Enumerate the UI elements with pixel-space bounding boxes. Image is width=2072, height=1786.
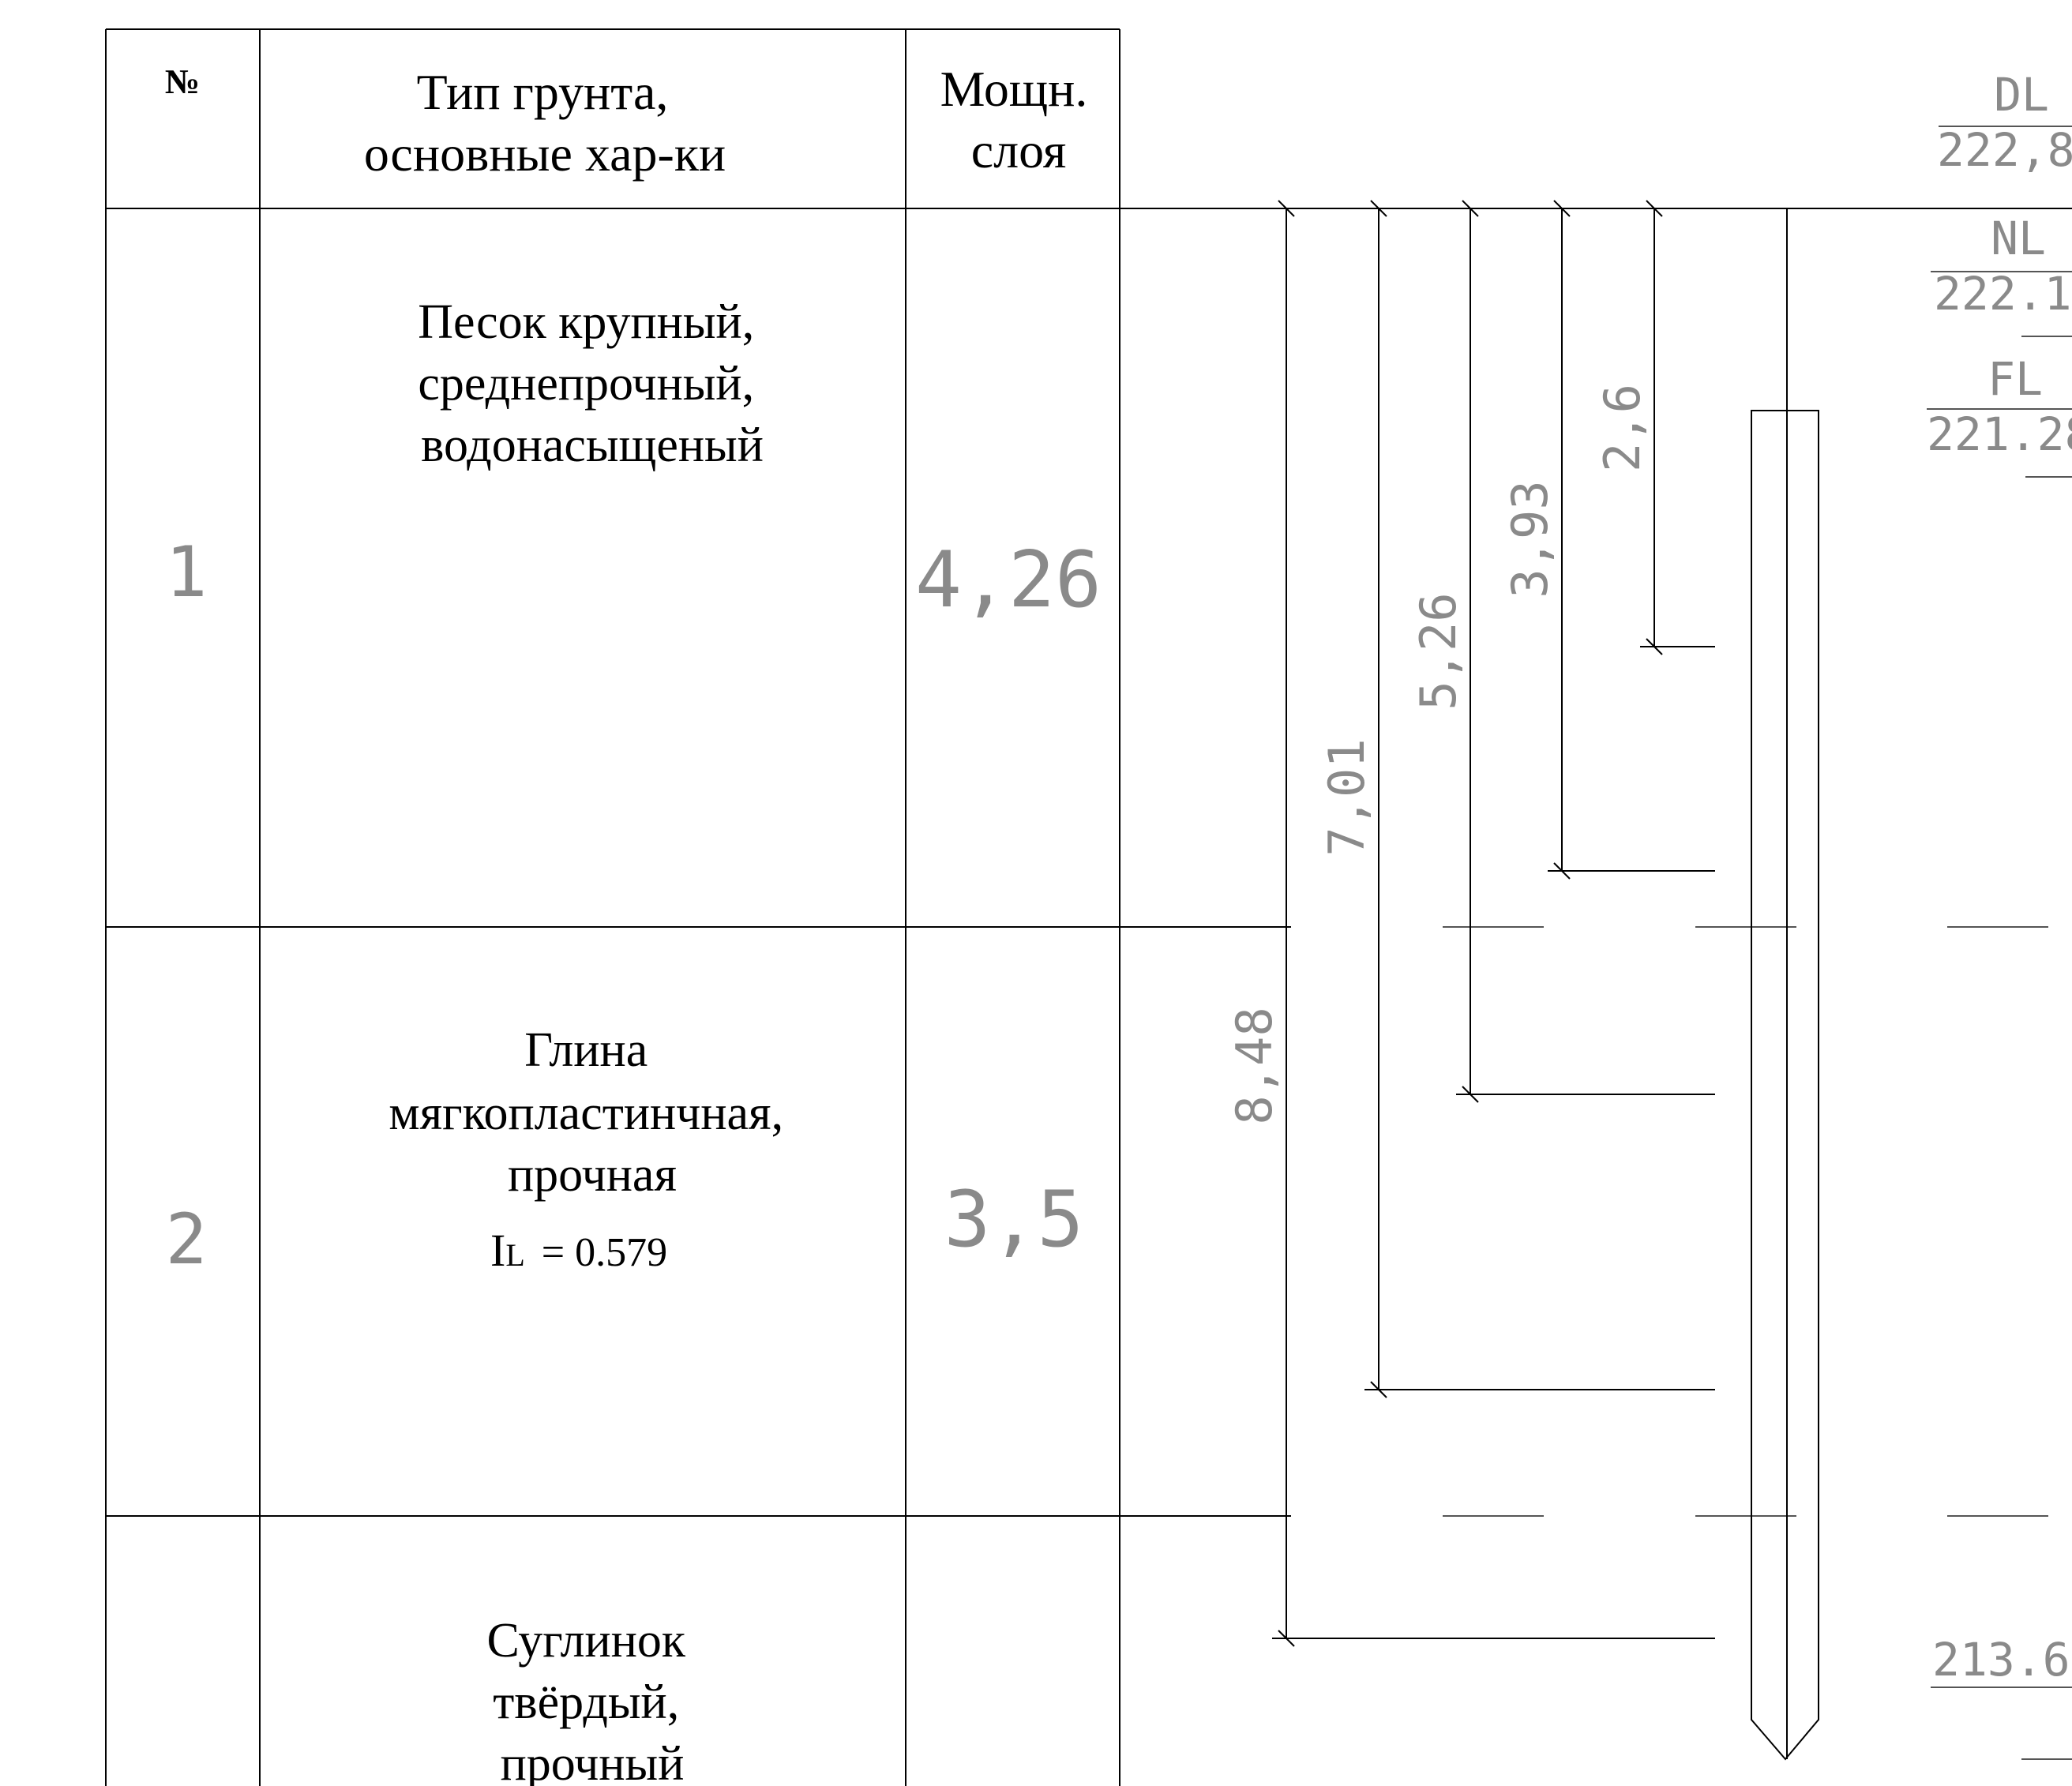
dimension-line-5-26: 5,26 — [1409, 200, 1715, 1103]
layer-description: Песок крупный, среднепрочный, водонасыще… — [418, 295, 766, 472]
dimension-label: 8,48 — [1226, 1007, 1283, 1124]
header-thickness-line: Мощн. — [940, 61, 1088, 117]
level-label: FL — [1988, 352, 2043, 406]
layer-description-line: Глина — [524, 1023, 648, 1077]
layer-description-line: твёрдый, — [493, 1675, 679, 1729]
level-mark-pile-tip: 213.68 — [1931, 1633, 2072, 1760]
level-mark-nl: NL 222.12 — [1931, 212, 2072, 337]
layer-description-line: прочная — [508, 1148, 677, 1202]
header-thickness: Мощн. слоя — [940, 61, 1101, 178]
table-row: 2 Глина мягкопластинчная, прочная IL = 0… — [166, 1023, 1084, 1280]
layer-boundary-dashes — [1443, 926, 2048, 1517]
header-soil-type: Тип грунта, основные хар-ки — [364, 64, 726, 182]
table-row: Суглинок твёрдый, прочный — [486, 1614, 697, 1786]
dimension-label: 7,01 — [1318, 738, 1376, 856]
liquidity-index-symbol: I — [490, 1225, 505, 1276]
dimension-label: 5,26 — [1409, 592, 1467, 710]
layer-thickness: 3,5 — [944, 1175, 1083, 1265]
layer-number: 2 — [166, 1199, 208, 1280]
level-label: NL — [1991, 212, 2046, 265]
dimension-label: 3,93 — [1501, 480, 1559, 598]
layer-description-line: среднепрочный, — [418, 357, 754, 411]
header-thickness-line: слоя — [971, 122, 1067, 178]
header-soil-type-line: Тип грунта, — [417, 64, 669, 120]
level-value: 213.68 — [1932, 1633, 2072, 1687]
table-grid — [105, 28, 2072, 1786]
layer-description-line: прочный — [501, 1737, 685, 1786]
layer-description: Суглинок твёрдый, прочный — [486, 1614, 697, 1786]
header-number: № — [165, 62, 200, 101]
layer-description-line: мягкопластинчная, — [388, 1086, 783, 1140]
level-mark-fl: FL 221.28 — [1927, 352, 2072, 478]
dimension-line-3-93: 3,93 — [1501, 200, 1715, 880]
layer-description: Глина мягкопластинчная, прочная — [388, 1023, 795, 1202]
dimension-line-7-01: 7,01 — [1318, 200, 1715, 1398]
dimension-line-2-6: 2,6 — [1593, 200, 1715, 655]
layer-thickness: 4,26 — [915, 535, 1102, 625]
liquidity-index-subscript: L — [505, 1237, 524, 1273]
header-soil-type-line: основные хар-ки — [364, 126, 726, 182]
level-label: DL — [1994, 68, 2049, 122]
level-value: 222,8 — [1937, 123, 2072, 177]
layer-description-line: водонасыщеный — [421, 418, 764, 472]
level-mark-dl: DL 222,8 — [1937, 68, 2072, 177]
dimension-line-8-48: 8,48 — [1226, 200, 1715, 1647]
pile — [1751, 208, 1819, 1761]
layer-number: 1 — [166, 531, 208, 613]
layer-description-line: Суглинок — [486, 1614, 685, 1668]
table-row: 1 Песок крупный, среднепрочный, водонасы… — [166, 295, 1102, 625]
level-value: 221.28 — [1927, 407, 2072, 461]
layer-description-line: Песок крупный, — [418, 295, 754, 349]
dimension-label: 2,6 — [1593, 384, 1651, 472]
liquidity-index: IL = 0.579 — [490, 1225, 667, 1276]
liquidity-index-value: = 0.579 — [531, 1230, 667, 1275]
level-value: 222.12 — [1934, 267, 2072, 321]
